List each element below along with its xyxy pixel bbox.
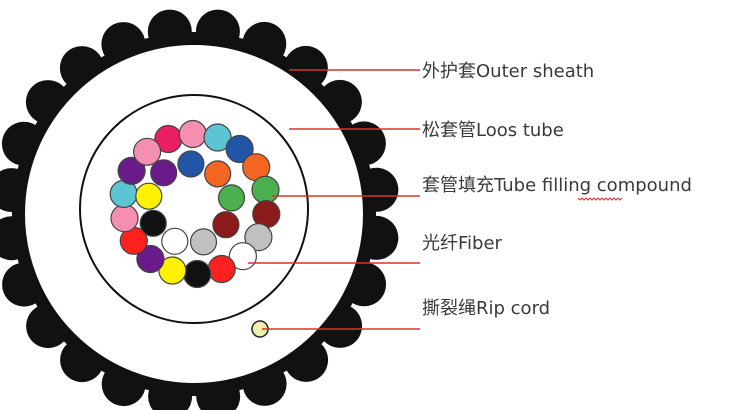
sheath-bump (354, 167, 399, 212)
sheath-bump (195, 9, 240, 54)
fiber (139, 209, 167, 237)
fiber (207, 254, 236, 284)
fiber (161, 227, 189, 255)
fiber (225, 134, 254, 164)
fiber (135, 182, 163, 210)
sheath-bump (147, 9, 192, 54)
fiber (178, 119, 207, 149)
fiber (204, 160, 232, 188)
label-filling-compound: 套管填充Tube filling compound (422, 175, 692, 196)
label-fiber: 光纤Fiber (422, 233, 503, 254)
fiber (189, 228, 218, 256)
fiber (158, 256, 187, 285)
fiber (244, 223, 273, 252)
leader-lines (248, 69, 420, 330)
fiber (183, 259, 212, 289)
fiber (217, 184, 246, 212)
fiber (212, 211, 240, 239)
fiber (110, 204, 139, 233)
fiber-bundle (109, 119, 281, 289)
fiber (133, 137, 162, 166)
fiber (150, 159, 178, 187)
label-rip-cord: 撕裂绳Rip cord (422, 298, 550, 319)
fiber (136, 244, 165, 274)
label-outer-sheath: 外护套Outer sheath (422, 61, 594, 82)
sheath-bump (354, 215, 399, 260)
spellcheck-underline (577, 197, 623, 201)
fiber (203, 123, 232, 152)
label-loose-tube: 松套管Loos tube (422, 120, 564, 141)
fiber (177, 150, 205, 178)
fiber (251, 175, 280, 204)
fiber (117, 156, 146, 185)
